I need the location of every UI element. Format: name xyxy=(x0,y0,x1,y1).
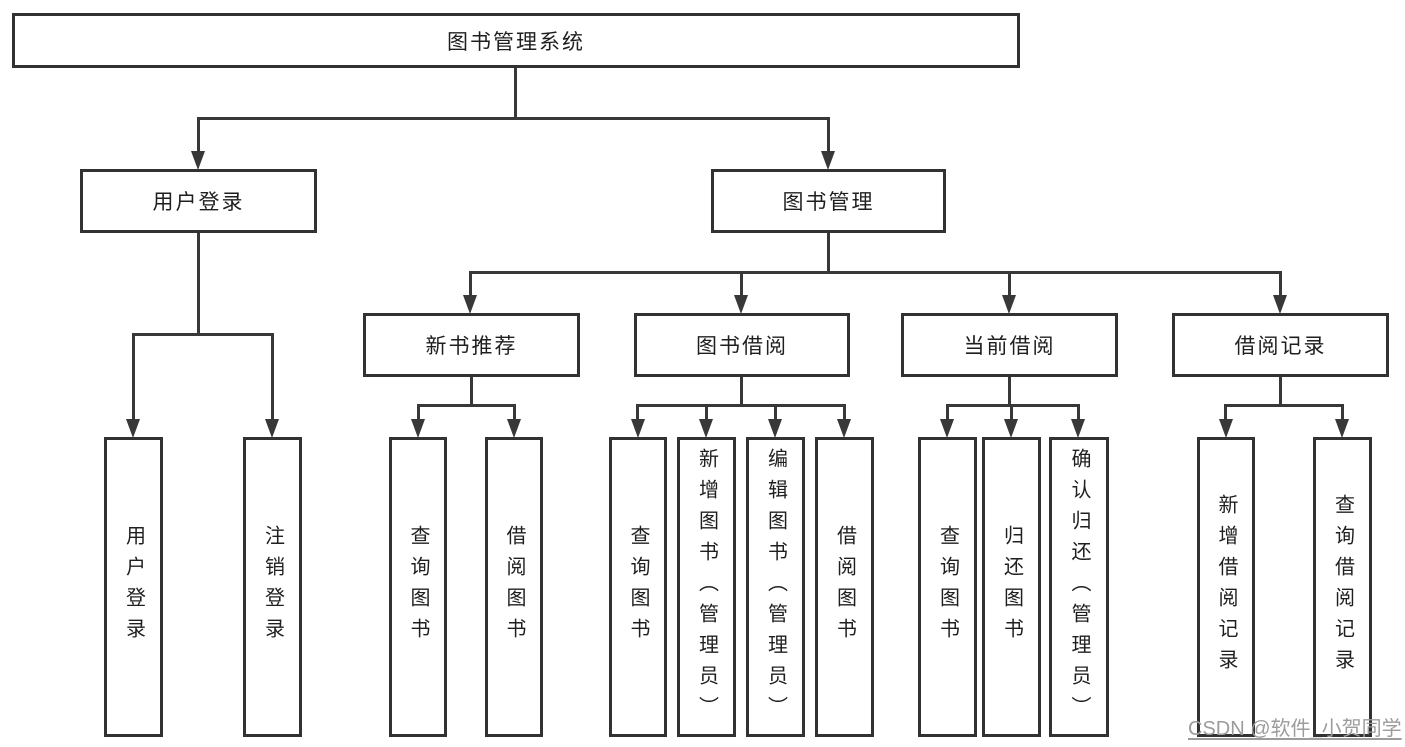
node-library-system: 图书管理系统 xyxy=(12,13,1020,68)
arrow-down-icon xyxy=(768,419,782,438)
arrow-down-icon xyxy=(821,151,835,170)
connector-line xyxy=(1008,377,1011,404)
node-book-borrowing: 图书借阅 xyxy=(634,313,850,377)
connector-line xyxy=(417,404,516,407)
connector-line xyxy=(469,271,1282,274)
connector-line xyxy=(417,404,420,419)
connector-line xyxy=(946,404,1080,407)
node-borrow-books-borrow: 借阅图书 xyxy=(815,437,874,737)
arrow-down-icon xyxy=(411,419,425,438)
connector-line xyxy=(132,333,135,419)
arrow-down-icon xyxy=(265,419,279,438)
connector-line xyxy=(827,117,830,151)
node-query-books-current: 查询图书 xyxy=(918,437,977,737)
connector-line xyxy=(470,377,473,404)
connector-line xyxy=(1077,404,1080,419)
connector-line xyxy=(946,404,949,419)
connector-line xyxy=(827,233,830,271)
arrow-down-icon xyxy=(1004,419,1018,438)
connector-line xyxy=(1341,404,1344,419)
arrow-down-icon xyxy=(699,419,713,438)
connector-line xyxy=(197,117,830,120)
connector-line xyxy=(774,404,777,419)
arrow-down-icon xyxy=(631,419,645,438)
connector-line xyxy=(1224,404,1344,407)
node-add-borrow-record: 新增借阅记录 xyxy=(1197,437,1255,737)
node-return-book: 归还图书 xyxy=(982,437,1041,737)
connector-line xyxy=(740,377,743,404)
arrow-down-icon xyxy=(1002,295,1016,314)
connector-line xyxy=(1224,404,1227,419)
connector-line xyxy=(636,404,846,407)
connector-line xyxy=(843,404,846,419)
node-book-management: 图书管理 xyxy=(711,169,946,233)
connector-line xyxy=(740,271,743,295)
arrow-down-icon xyxy=(1071,419,1085,438)
arrow-down-icon xyxy=(507,419,521,438)
connector-line xyxy=(514,68,517,117)
node-borrow-books-recommend: 借阅图书 xyxy=(485,437,543,737)
node-new-book-recommendation: 新书推荐 xyxy=(363,313,580,377)
arrow-down-icon xyxy=(837,419,851,438)
connector-line xyxy=(197,233,200,333)
connector-line xyxy=(469,271,472,295)
csdn-watermark: CSDN @软件_小贺同学 xyxy=(1188,718,1402,740)
arrow-down-icon xyxy=(1335,419,1349,438)
arrow-down-icon xyxy=(463,295,477,314)
node-confirm-return-admin: 确认归还（管理员） xyxy=(1049,437,1109,737)
node-edit-book-admin: 编辑图书（管理员） xyxy=(746,437,805,737)
node-query-books-borrow: 查询图书 xyxy=(609,437,667,737)
arrow-down-icon xyxy=(1273,295,1287,314)
connector-line xyxy=(636,404,639,419)
arrow-down-icon xyxy=(126,419,140,438)
arrow-down-icon xyxy=(940,419,954,438)
connector-line xyxy=(197,117,200,151)
connector-line xyxy=(1010,404,1013,419)
node-logout: 注销登录 xyxy=(243,437,302,737)
node-current-borrowing: 当前借阅 xyxy=(901,313,1118,377)
connector-line xyxy=(513,404,516,419)
node-user-login: 用户登录 xyxy=(80,169,317,233)
connector-line xyxy=(1279,271,1282,295)
connector-line xyxy=(1008,271,1011,295)
node-login: 用户登录 xyxy=(104,437,163,737)
node-add-book-admin: 新增图书（管理员） xyxy=(677,437,736,737)
connector-line xyxy=(705,404,708,419)
node-borrowing-records: 借阅记录 xyxy=(1172,313,1389,377)
arrow-down-icon xyxy=(734,295,748,314)
arrow-down-icon xyxy=(191,151,205,170)
node-query-borrow-record: 查询借阅记录 xyxy=(1313,437,1372,737)
connector-line xyxy=(132,333,274,336)
node-query-books-recommend: 查询图书 xyxy=(389,437,447,737)
arrow-down-icon xyxy=(1219,419,1233,438)
connector-line xyxy=(1279,377,1282,404)
connector-line xyxy=(271,333,274,419)
